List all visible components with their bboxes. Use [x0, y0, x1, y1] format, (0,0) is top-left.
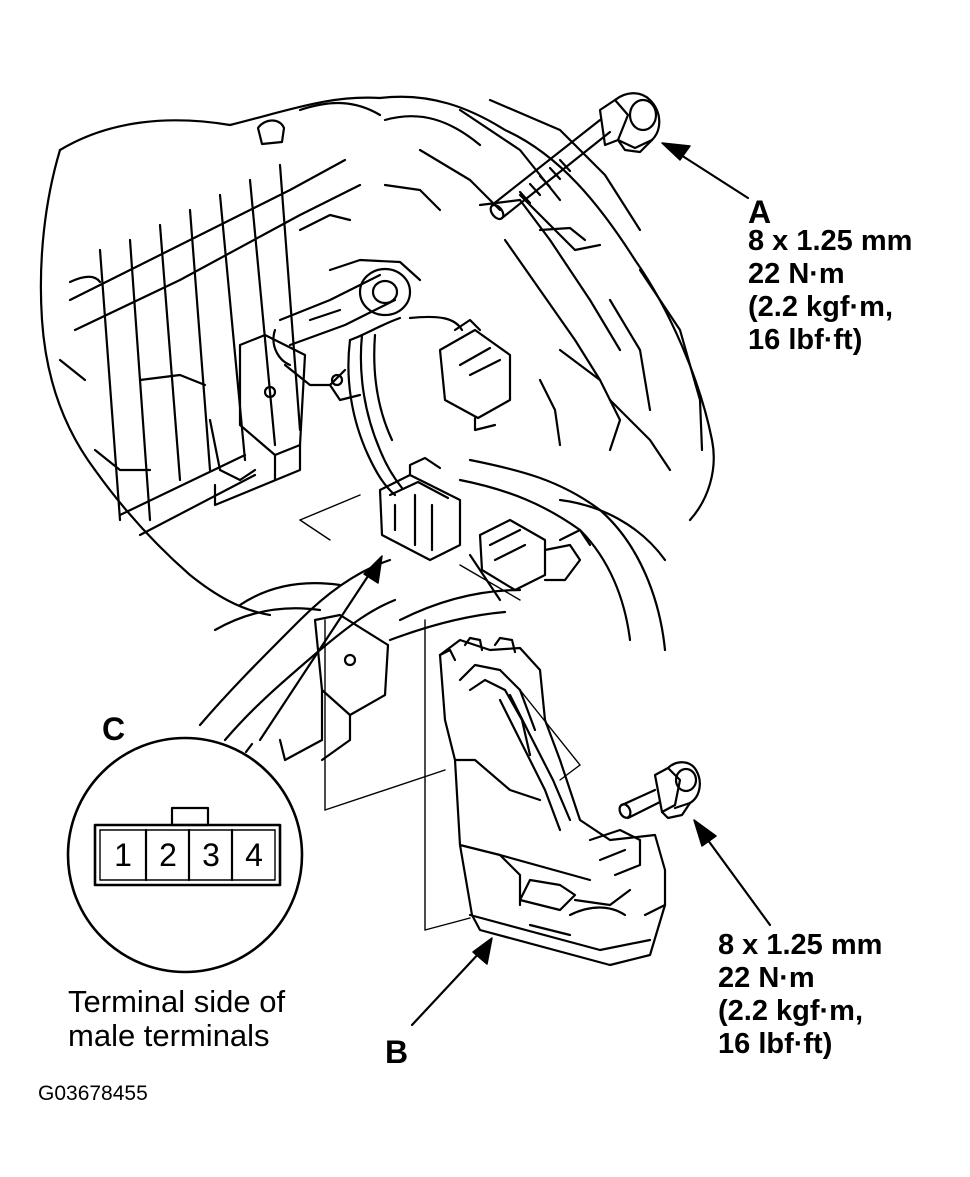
bolt-b-torque-spec: 8 x 1.25 mm 22 N·m (2.2 kgf·m, 16 lbf·ft… [718, 929, 882, 1061]
center-connector [378, 456, 462, 562]
reference-lines [299, 494, 581, 931]
callout-label-c: C [102, 711, 126, 747]
connector-pin-2: 2 [159, 837, 177, 873]
bolt-a-icon [489, 92, 661, 221]
bolt-b-size: 8 x 1.25 mm [718, 929, 883, 961]
bolt-a-torque-lbfft: 16 lbf·ft) [748, 324, 863, 356]
leader-arrow-bolt-b [700, 830, 772, 927]
lower-hose [198, 558, 397, 742]
right-connector [478, 518, 592, 592]
bolt-a-size: 8 x 1.25 mm [748, 225, 913, 257]
bolt-a-torque-kgfm: (2.2 kgf·m, [748, 291, 894, 323]
bolt-b-torque-lbfft: 16 lbf·ft) [718, 1028, 833, 1060]
leader-arrowhead-bolt-b [693, 819, 717, 847]
connector-pin-1: 1 [114, 837, 132, 873]
leader-arrowhead-b [472, 937, 493, 965]
callout-label-a: A [748, 194, 772, 230]
bolt-b-torque-nm: 22 N·m [718, 962, 815, 994]
connector-caption-line-1: Terminal side of [68, 984, 286, 1019]
leader-arrowhead-a [661, 142, 691, 161]
connector-detail-circle [66, 736, 304, 974]
connector-pin-3: 3 [202, 837, 220, 873]
figure-id: G03678455 [38, 1082, 148, 1105]
hose-lines [388, 458, 667, 652]
bolt-a-torque-spec: 8 x 1.25 mm 22 N·m (2.2 kgf·m, 16 lbf·ft… [748, 225, 912, 357]
leader-link-c [244, 742, 254, 754]
connector-caption-line-2: male terminals [68, 1018, 270, 1053]
callout-label-b: B [385, 1034, 409, 1070]
engine-housing [39, 95, 715, 617]
mid-bracket [278, 613, 390, 762]
bolt-b-torque-kgfm: (2.2 kgf·m, [718, 995, 864, 1027]
lower-bracket [438, 636, 667, 967]
connector-pin-4: 4 [245, 837, 263, 873]
upper-bracket [213, 267, 412, 507]
upper-connector [438, 318, 512, 432]
leader-arrow-b [410, 948, 484, 1027]
leader-arrowhead-c [363, 555, 383, 584]
bolt-b-icon [618, 761, 701, 820]
harness-wires [347, 315, 464, 497]
leader-arrow-c [258, 568, 374, 742]
bolt-a-torque-nm: 22 N·m [748, 258, 845, 290]
connector-caption: Terminal side of male terminals [68, 985, 285, 1053]
